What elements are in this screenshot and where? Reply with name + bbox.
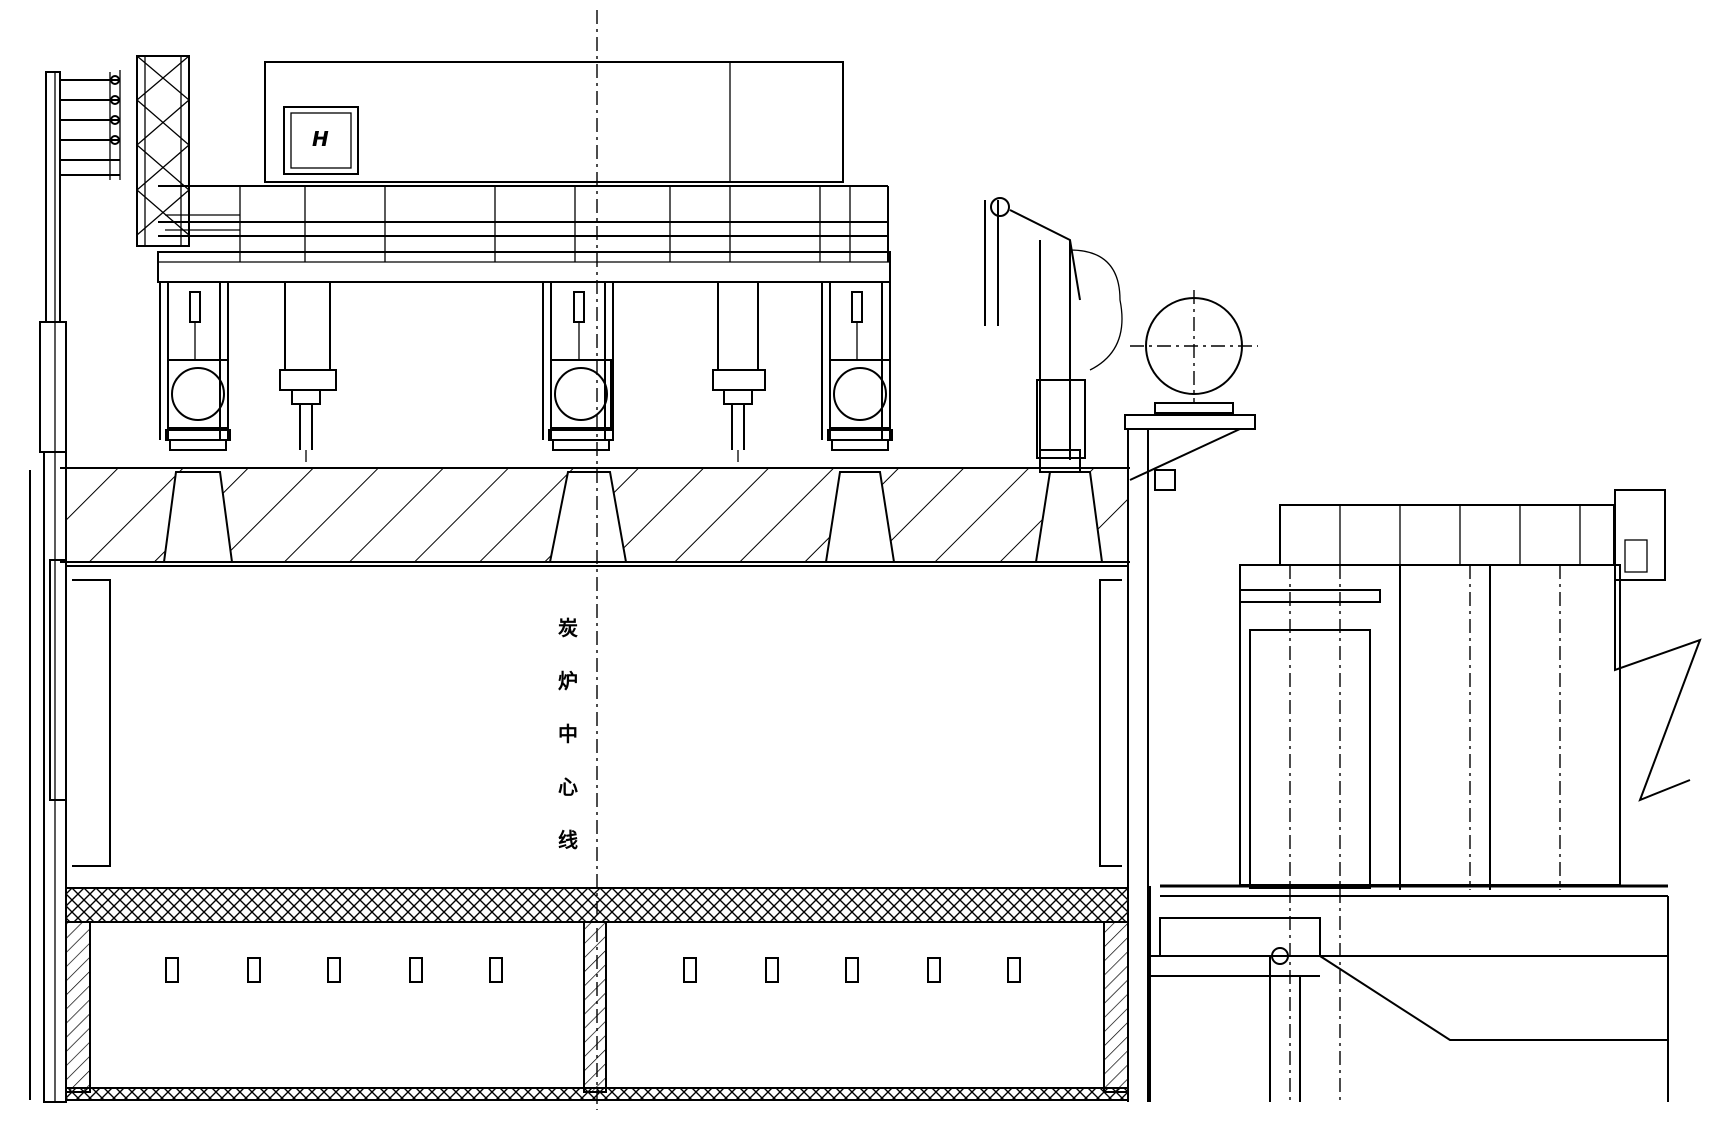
label-char-5: 线 <box>558 828 578 852</box>
label-char-2: 炉 <box>558 669 578 693</box>
right-foundation <box>1150 886 1668 1102</box>
hopper-right <box>822 282 892 450</box>
boiler-tag: H <box>312 127 329 151</box>
charging-mast <box>985 198 1122 472</box>
pipe-manifold <box>60 70 120 180</box>
lattice-tower <box>137 56 189 246</box>
left-support-column <box>30 72 66 1102</box>
label-char-4: 心 <box>558 775 578 799</box>
furnace-centerline-label: 炭 炉 中 心 线 <box>558 616 578 852</box>
right-building <box>1240 490 1700 1100</box>
side-bracket <box>1125 415 1255 1102</box>
furnace-roof <box>60 468 1130 562</box>
furnace-floor <box>66 888 1128 1100</box>
label-char-3: 中 <box>558 722 578 746</box>
top-cabin: H <box>265 62 843 182</box>
label-char-1: 炭 <box>558 616 578 640</box>
storage-tank <box>1130 290 1258 413</box>
top-platform <box>158 186 890 282</box>
hopper-center <box>543 282 613 450</box>
feeder-right <box>713 282 765 462</box>
feeder-left <box>280 282 336 462</box>
hopper-left <box>160 282 230 450</box>
